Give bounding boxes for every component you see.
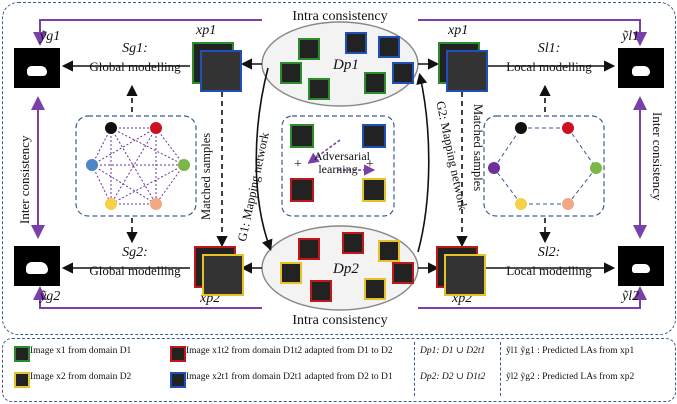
global-graph-box: [75, 115, 197, 217]
dp1-thumb-3: [378, 36, 400, 58]
local-graph: [493, 127, 597, 205]
label-yg1: ỹg1: [40, 29, 61, 44]
adv-thumb-blue: [362, 124, 386, 148]
adv-thumb-yellow: [362, 178, 386, 202]
dp1-thumb-1: [298, 38, 320, 60]
right-inter-consistency: Inter consistency: [650, 112, 665, 201]
sl1-label: Sl1:: [537, 41, 561, 56]
adv-plus-left: +: [294, 157, 302, 172]
adversarial-learning-label: Adversarial learning: [314, 149, 370, 176]
legend-row1-a: Image x1 from domain D1: [30, 346, 132, 356]
label-yl2: ỹl2: [622, 289, 640, 304]
sl1-text: Local modelling: [506, 59, 592, 74]
dp2-thumb-6: [364, 278, 386, 300]
mask-yg2: [14, 246, 60, 286]
dp1-thumb-4: [280, 62, 302, 84]
mask-yg1: [14, 48, 60, 88]
dp2-thumb-5: [310, 280, 332, 302]
label-yl1: ỹl1: [622, 29, 640, 44]
legend-row1-d: ỹl1 ỹg1 : Predicted LAs from xp1: [506, 346, 635, 356]
adversarial-box: [281, 115, 395, 217]
legend-row1-b: Image x1t2 from domain D1t2 adapted from…: [186, 346, 393, 356]
dp2-thumb-2: [342, 232, 364, 254]
adv-thumb-green: [290, 124, 314, 148]
legend-swatch-yellow: [14, 372, 30, 388]
dp2-thumb-3: [378, 240, 400, 262]
left-matched-samples: Matched samples: [199, 132, 213, 220]
label-dp2: Dp2: [333, 261, 359, 277]
top-intra-consistency-label: Intra consistency: [292, 9, 388, 24]
mask-yl2: [618, 246, 664, 286]
sg2-label: Sg2:: [122, 245, 148, 260]
legend-row2-a: Image x2 from domain D2: [30, 372, 132, 382]
dp1-thumb-7: [392, 62, 414, 84]
legend-frame: [2, 338, 676, 402]
adv-plus-right: +: [366, 157, 374, 172]
dp1-thumb-2: [345, 32, 367, 54]
dp2-thumb-7: [392, 262, 414, 284]
legend-divider-1: [414, 342, 415, 396]
adv-thumb-red: [290, 178, 314, 202]
mask-yl1: [618, 48, 664, 88]
left-inter-consistency: Inter consistency: [17, 135, 32, 224]
label-dp1: Dp1: [333, 57, 359, 73]
sg2-text: Global modelling: [89, 263, 181, 278]
sg1-label: Sg1:: [122, 41, 148, 56]
legend-swatch-blue: [170, 372, 186, 388]
legend-swatch-green: [14, 346, 30, 362]
label-yg2: ỹg2: [40, 289, 61, 304]
legend-row1-c: Dp1: D1 ∪ D2t1: [420, 346, 486, 356]
sl2-text: Local modelling: [506, 263, 592, 278]
legend-row2-b: Image x2t1 from domain D2t1 adapted from…: [186, 372, 393, 382]
label-xp1-left: xp1: [196, 23, 217, 38]
outer-frame: [2, 2, 676, 335]
label-xp1-right: xp1: [448, 23, 469, 38]
legend-row2-c: Dp2: D2 ∪ D1t2: [420, 372, 486, 382]
legend-swatch-red: [170, 346, 186, 362]
sg1-text: Global modelling: [89, 59, 181, 74]
dp2-thumb-4: [280, 262, 302, 284]
dp1-thumb-6: [364, 72, 386, 94]
legend-row2-d: ỹl2 ỹg2 : Predicted LAs from xp2: [506, 372, 635, 382]
global-graph: [91, 127, 185, 205]
dp1-thumb-5: [308, 78, 330, 100]
sl2-label: Sl2:: [537, 245, 561, 260]
dp2-thumb-1: [298, 238, 320, 260]
legend-divider-2: [500, 342, 501, 396]
bottom-intra-consistency-label: Intra consistency: [292, 313, 388, 328]
right-matched-samples: Matched samples: [471, 104, 485, 192]
local-graph-box: [483, 115, 605, 217]
